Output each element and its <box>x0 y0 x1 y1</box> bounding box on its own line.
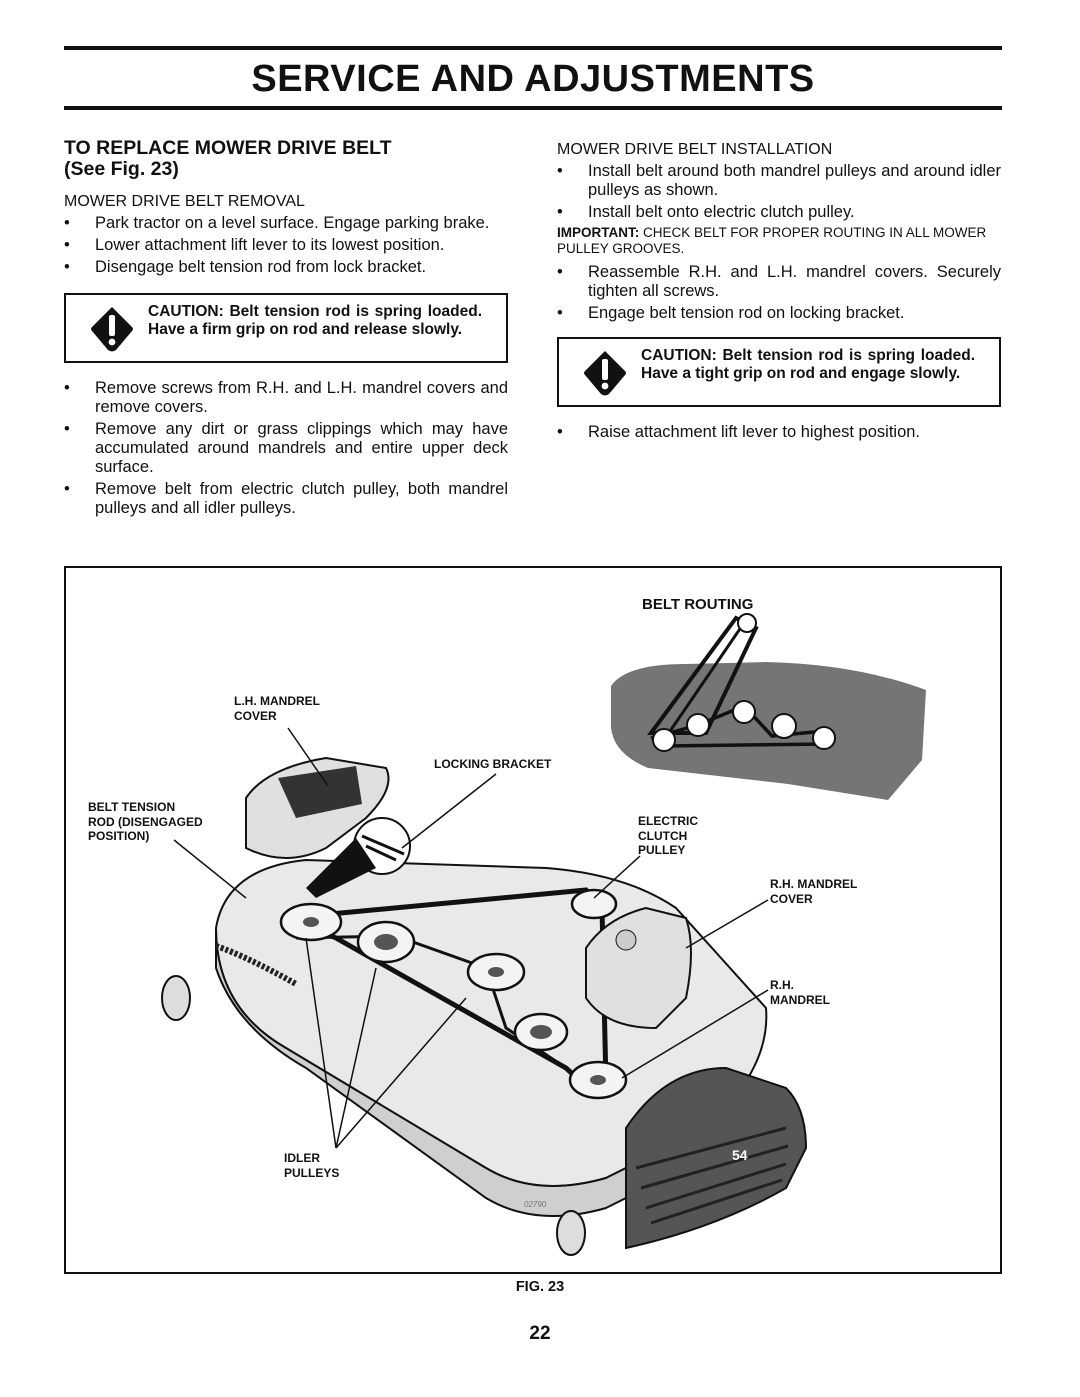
list-item: Reassemble R.H. and L.H. mandrel covers.… <box>557 263 1001 301</box>
list-item: Raise attachment lift lever to highest p… <box>557 423 1001 442</box>
removal-steps-list-b: Remove screws from R.H. and L.H. mandrel… <box>64 379 508 518</box>
callout-locking-bracket: LOCKING BRACKET <box>434 757 552 771</box>
warning-icon <box>584 351 626 396</box>
callout-leader-lines <box>173 727 769 1149</box>
callout-rh-mandrel: R.H. MANDREL <box>770 978 830 1007</box>
left-column: TO REPLACE MOWER DRIVE BELT (See Fig. 23… <box>64 138 508 521</box>
installation-subheading: MOWER DRIVE BELT INSTALLATION <box>557 141 833 158</box>
top-rule <box>64 46 1002 50</box>
belt-routing-title: BELT ROUTING <box>642 596 754 613</box>
deck-badge: 54 <box>732 1147 748 1163</box>
mower-deck <box>161 858 808 1256</box>
important-label: IMPORTANT: <box>557 225 640 240</box>
caution-text: CAUTION: Belt tension rod is spring load… <box>148 303 482 338</box>
callout-idler-pulleys: IDLER PULLEYS <box>284 1151 340 1180</box>
important-text: CHECK BELT FOR PROPER ROUTING IN ALL MOW… <box>557 225 987 256</box>
list-item: Install belt around both mandrel pulleys… <box>557 162 1001 200</box>
page-number: 22 <box>529 1323 551 1344</box>
list-item: Disengage belt tension rod from lock bra… <box>64 258 508 277</box>
belt-routing-inset <box>611 613 926 800</box>
section-heading: TO REPLACE MOWER DRIVE BELT (See Fig. 23… <box>64 138 508 180</box>
lh-mandrel-cover <box>245 756 390 859</box>
list-item: Remove belt from electric clutch pulley,… <box>64 480 508 518</box>
caution-box: CAUTION: Belt tension rod is spring load… <box>64 293 508 363</box>
list-item: Install belt onto electric clutch pulley… <box>557 203 1001 222</box>
removal-steps-list-a: Park tractor on a level surface. Engage … <box>64 214 508 277</box>
page-title: SERVICE AND ADJUSTMENTS <box>251 58 815 100</box>
caution-box: CAUTION: Belt tension rod is spring load… <box>557 337 1001 407</box>
list-item: Engage belt tension rod on locking brack… <box>557 304 1001 323</box>
install-steps-list-b: Reassemble R.H. and L.H. mandrel covers.… <box>557 263 1001 323</box>
part-code: 02790 <box>524 1200 547 1209</box>
mower-deck-illustration <box>161 613 926 1256</box>
figure-23-box: BELT ROUTING L.H. MANDREL COVER LOCKING … <box>64 566 1002 1274</box>
callout-belt-tension-rod: BELT TENSION ROD (DISENGAGED POSITION) <box>88 800 203 843</box>
warning-icon <box>91 307 133 352</box>
rh-mandrel-cover <box>585 906 692 1030</box>
right-column: MOWER DRIVE BELT INSTALLATION Install be… <box>557 138 1001 445</box>
callout-electric-clutch-pulley: ELECTRIC CLUTCH PULLEY <box>638 814 698 857</box>
section-heading-line2: (See Fig. 23) <box>64 158 179 180</box>
callout-rh-mandrel-cover: R.H. MANDREL COVER <box>770 877 858 906</box>
removal-subheading: MOWER DRIVE BELT REMOVAL <box>64 193 305 210</box>
list-item: Remove screws from R.H. and L.H. mandrel… <box>64 379 508 417</box>
pulleys <box>279 888 628 1100</box>
install-steps-list-c: Raise attachment lift lever to highest p… <box>557 423 1001 442</box>
list-item: Park tractor on a level surface. Engage … <box>64 214 508 233</box>
section-heading-line1: TO REPLACE MOWER DRIVE BELT <box>64 137 392 159</box>
list-item: Remove any dirt or grass clippings which… <box>64 420 508 477</box>
install-steps-list-a: Install belt around both mandrel pulleys… <box>557 162 1001 222</box>
caution-text: CAUTION: Belt tension rod is spring load… <box>641 347 975 382</box>
callout-lh-mandrel-cover: L.H. MANDREL COVER <box>234 694 320 723</box>
figure-caption: FIG. 23 <box>515 1279 565 1295</box>
important-note: IMPORTANT: CHECK BELT FOR PROPER ROUTING… <box>557 225 1001 257</box>
title-underline-rule <box>64 106 1002 110</box>
list-item: Lower attachment lift lever to its lowes… <box>64 236 508 255</box>
